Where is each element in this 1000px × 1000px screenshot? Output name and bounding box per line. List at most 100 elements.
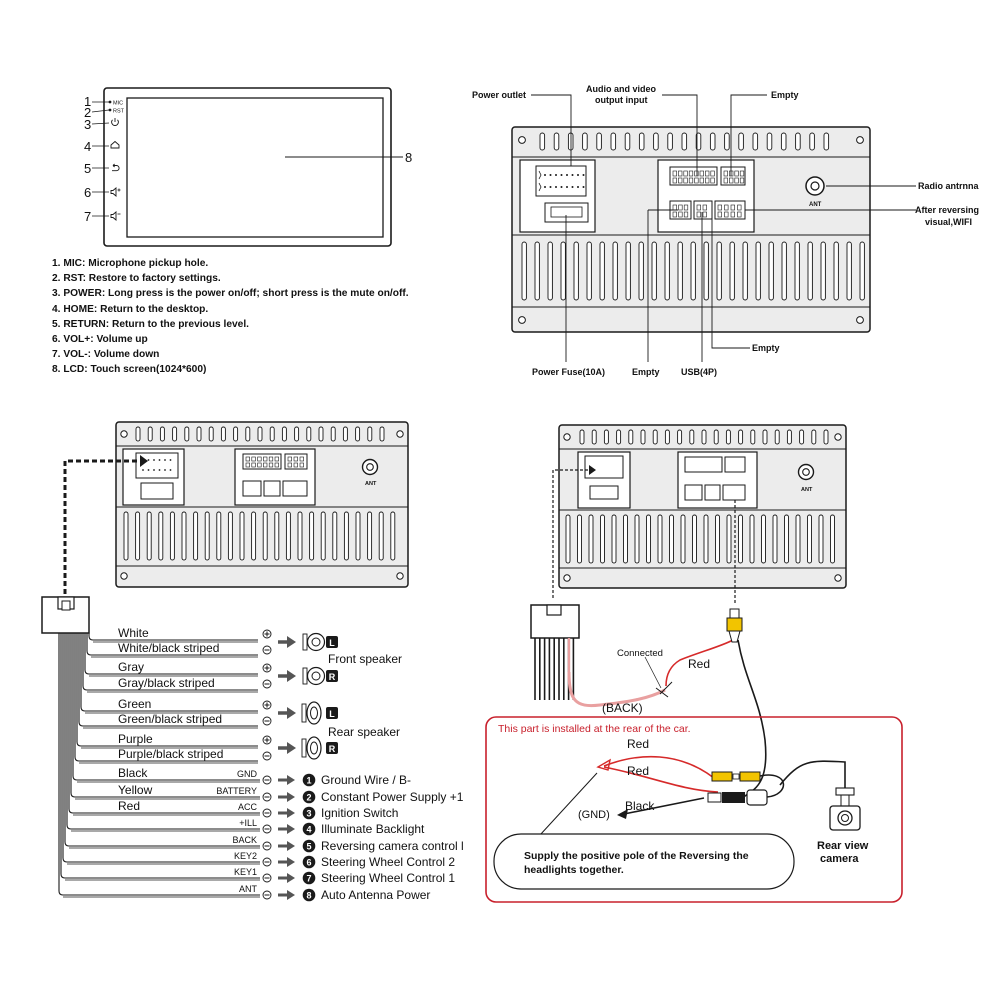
pin-number-badge [302,822,316,836]
pin-function-label: Constant Power Supply +1 [321,790,464,804]
rear-speaker-label: Rear speaker [328,725,400,739]
pin-number: 6 [306,858,311,868]
rear-panel-top: ANT Power outlet Audio and video output … [472,84,979,377]
wire-color-label: Red [118,799,140,813]
button-legend: 1. MIC: Microphone pickup hole. 2. RST: … [52,256,409,378]
pin-number: 3 [306,809,311,819]
pin-number: 1 [306,776,311,786]
pin-function-label: Illuminate Backlight [321,822,425,836]
after-reversing-label-1: After reversing [915,205,979,215]
pin-number-badge [302,773,316,787]
button-number-5: 5 [84,161,91,176]
button-number-6: 6 [84,185,91,200]
empty-top-label: Empty [771,90,799,100]
wire-color-label: Green [118,697,151,711]
pin-function-label: Auto Antenna Power [321,888,430,902]
speaker-channel-label: R [329,672,336,682]
wire-color-label: Gray/black striped [118,676,215,690]
wire-pin-label: KEY2 [234,851,257,861]
mic-icon [108,100,112,104]
rear-camera-icon [829,787,861,831]
black-label: Black [625,799,655,813]
pin-function-label: Ignition Switch [321,806,398,820]
home-icon [110,140,120,149]
return-icon [112,163,120,172]
pin-number-badge [302,839,316,853]
legend-item-5: 5. RETURN: Return to the previous level. [52,318,249,330]
wire-color-label: Gray [118,660,144,674]
pin-number: 7 [306,874,311,884]
wire-pin-label: BATTERY [216,786,257,796]
pin-number-badge [302,790,316,804]
button-number-7: 7 [84,209,91,224]
pin-number: 2 [306,793,311,803]
rear-panel-harness: ANT [63,421,409,595]
red-label-1: Red [627,737,649,751]
rear-view-label-2: camera [820,853,859,865]
button-number-4: 4 [84,139,91,154]
wire-pin-label: GND [237,769,258,779]
rst-tag: RST [113,109,125,115]
wire-pin-label: ACC [238,802,258,812]
pin-number: 4 [306,825,311,835]
legend-item-3: 3. POWER: Long press is the power on/off… [52,288,409,300]
av-output-label-2: output input [595,95,647,105]
wire-color-label: White/black striped [118,641,219,655]
connected-label: Connected [617,648,663,659]
pin-function-label: Steering Wheel Control 1 [321,871,455,885]
wire-color-label: Purple/black striped [118,747,223,761]
wire-pin-label: BACK [232,835,257,845]
front-buttons: 1 MIC 2 RST 3 4 5 6 [84,94,125,224]
camera-ant-label: ANT [801,487,813,493]
radio-antenna-label: Radio antrnna [918,181,979,191]
button-number-1: 1 [84,94,91,109]
pin-number-badge [302,888,316,902]
legend-item-2: 2. RST: Restore to factory settings. [52,273,221,285]
rear-installation-box: This part is installed at the rear of th… [485,716,903,903]
pin-number-badge [302,806,316,820]
rear-ant-label: ANT [809,202,822,208]
red-label-2: Red [627,764,649,778]
power-outlet-label: Power outlet [472,90,526,100]
pin-number: 8 [306,891,311,901]
after-reversing-label-2: visual,WIFI [925,217,972,227]
wire-color-label: Black [118,766,148,780]
power-fuse-label: Power Fuse(10A) [532,367,605,377]
front-panel: 1 MIC 2 RST 3 4 5 6 [84,87,412,247]
button-number-3: 3 [84,117,91,132]
pin-number-badge [302,871,316,885]
gnd-label: (GND) [578,809,610,821]
speaker-channel-label: L [329,638,335,648]
wire-color-label: Purple [118,732,153,746]
legend-item-1: 1. MIC: Microphone pickup hole. [52,258,209,269]
red-top-label: Red [688,657,710,671]
av-output-label-1: Audio and video [586,84,657,94]
supply-note-1: Supply the positive pole of the Reversin… [524,850,749,862]
pin-number: 5 [306,842,311,852]
legend-item-7: 7. VOL-: Volume down [52,349,160,361]
mic-tag: MIC [113,101,123,107]
screen-number: 8 [405,150,412,165]
wire-color-label: White [118,626,149,640]
front-speaker-label: Front speaker [328,652,402,666]
rear-note: This part is installed at the rear of th… [498,723,691,735]
power-icon [111,118,119,126]
pin-function-label: Ground Wire / B- [321,773,411,787]
legend-item-8: 8. LCD: Touch screen(1024*600) [52,364,207,376]
legend-item-6: 6. VOL+: Volume up [52,334,148,346]
speaker-channel-label: R [329,744,336,754]
rear-view-label-1: Rear view [817,840,869,852]
usb-label: USB(4P) [681,367,717,377]
legend-item-4: 4. HOME: Return to the desktop. [52,303,209,315]
wire-color-label: Yellow [118,783,153,797]
empty-right-label: Empty [752,343,780,353]
volume-up-icon [110,187,121,197]
button-number-2: 2 [84,105,91,120]
rear-panel-camera: ANT [552,424,847,605]
volume-down-icon [110,211,121,221]
empty-bottom-label: Empty [632,367,660,377]
wire-pin-label: ANT [239,884,258,894]
